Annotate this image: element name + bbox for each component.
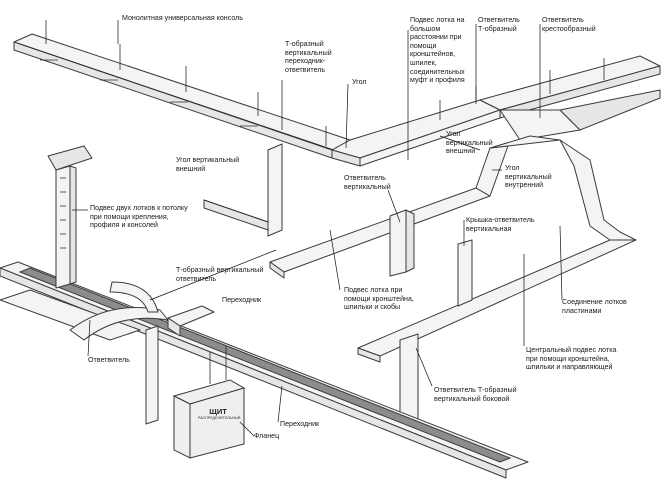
panel-subtitle: РАСПРЕДЕЛИТЕЛЬНЫЙ (198, 416, 241, 420)
label-monolithic-console: Монолитная универсальная консоль (122, 14, 243, 22)
label-angle: Угол (352, 78, 367, 86)
label-long-suspension: Подвес лотка на большом расстоянии при п… (410, 16, 465, 85)
label-vert-angle-outer-1: Угол вертикальный внешний (446, 130, 493, 156)
upper-left-tray (13, 20, 351, 159)
label-branch: Ответвитель (88, 356, 130, 364)
label-t-branch: Ответвитель Т-образный (478, 16, 520, 33)
label-t-vertical-branch: Т-образный вертикальный ответвитель (176, 266, 264, 283)
distribution-panel (172, 346, 246, 459)
label-central-suspension: Центральный подвес лотка при помощи крон… (526, 346, 617, 372)
double-suspension-column (47, 145, 93, 289)
label-vert-branch: Ответвитель вертикальный (344, 174, 391, 191)
label-t-vertical-side: Ответвитель Т-образный вертикальный боко… (434, 386, 517, 403)
label-t-vertical-adapter: Т-образный вертикальный переходник-ответ… (285, 40, 332, 74)
t-vertical-hanger (203, 143, 283, 237)
lower-right-tray (357, 239, 637, 427)
label-adapter-1: Переходник (222, 296, 262, 304)
label-cross-branch: Ответвитель крестообразный (542, 16, 596, 33)
label-cover-branch: Крышка-ответвитель вертикальная (466, 216, 535, 233)
middle-diagonal-tray (269, 135, 637, 279)
leader-lines (72, 20, 563, 437)
label-adapter-2: Переходник (280, 420, 320, 428)
lower-double-tray (0, 261, 529, 479)
label-vert-angle-inner: Угол вертикальный внутренний (505, 164, 552, 190)
panel-label: ЩИТ РАСПРЕДЕЛИТЕЛЬНЫЙ (198, 407, 241, 422)
panel-title: ЩИТ (209, 407, 227, 416)
label-tray-joint: Соединение лотков пластинами (562, 298, 627, 315)
label-double-suspension: Подвес двух лотков к потолку при помощи … (90, 204, 188, 230)
label-flange: Фланец (254, 432, 280, 440)
label-vert-angle-outer-2: Угол вертикальный внешний (176, 156, 240, 173)
upper-right-tray (331, 55, 661, 167)
label-suspension-bracket: Подвес лотка при помощи кронштейна, шпил… (344, 286, 414, 312)
